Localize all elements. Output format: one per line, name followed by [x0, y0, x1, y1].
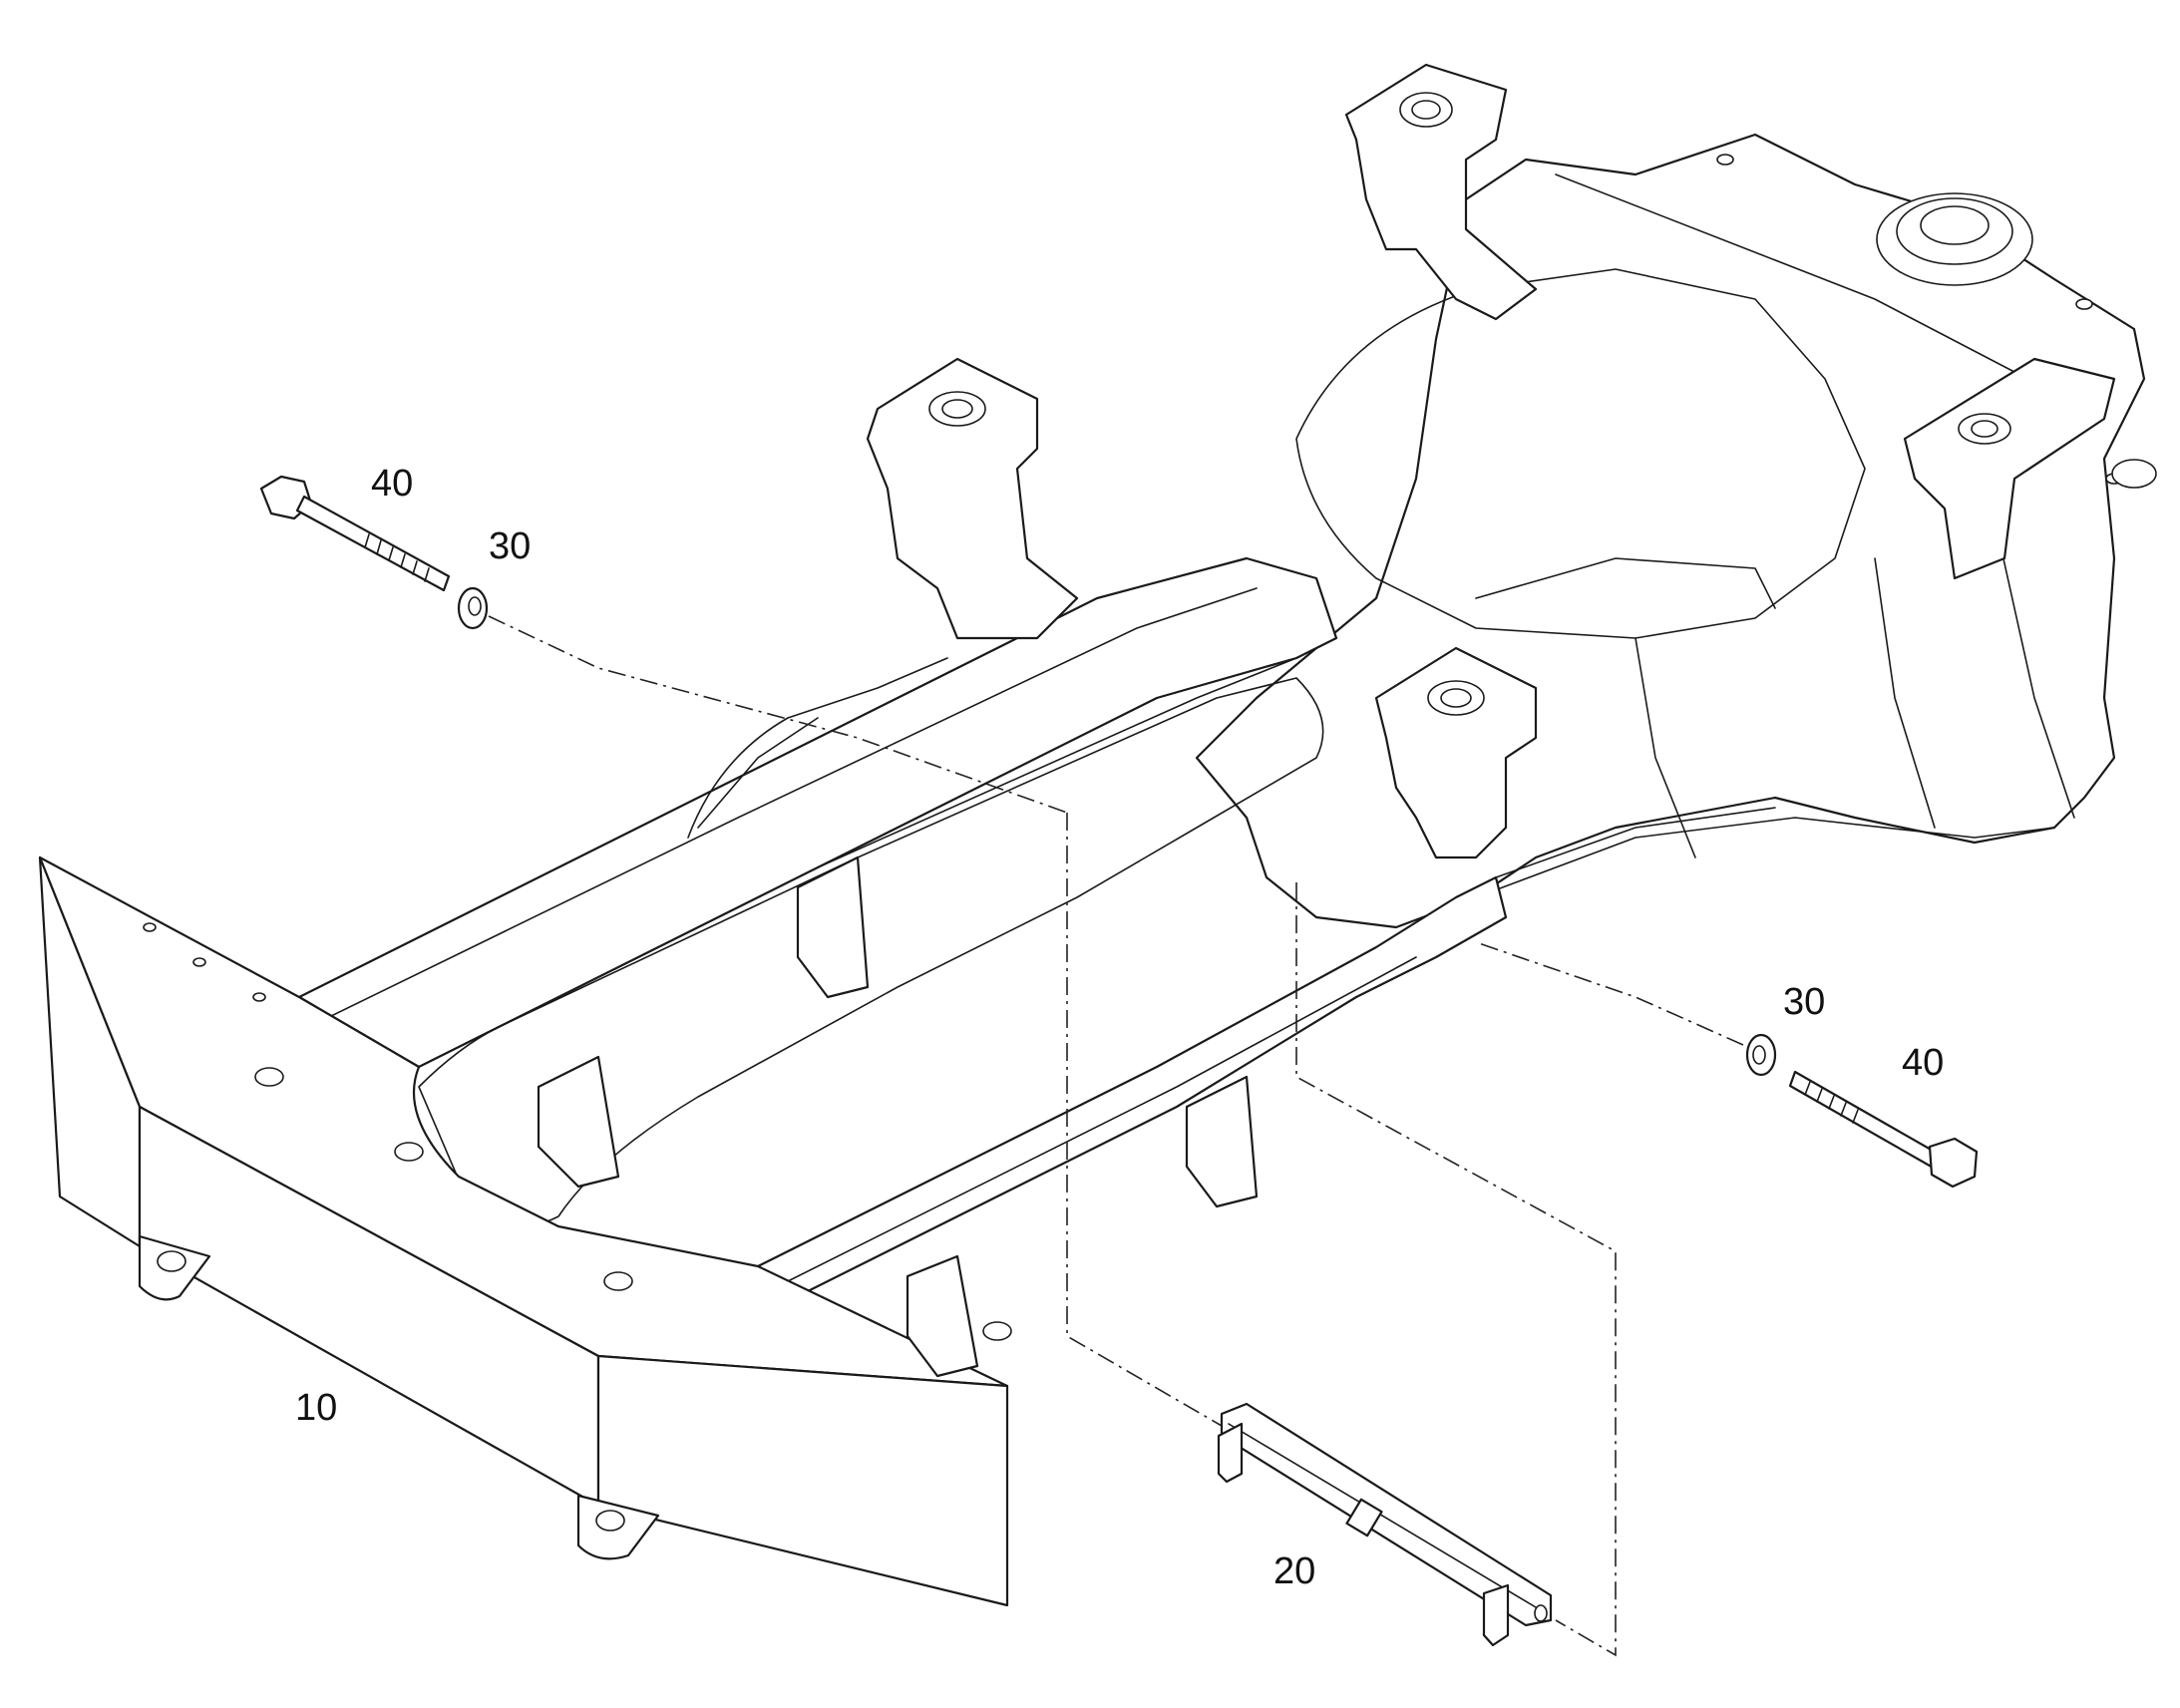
under-bracket-1	[796, 855, 870, 999]
bolt-lower-right-thread	[1804, 1081, 1859, 1124]
rear-housing-side-wall	[1635, 517, 2075, 858]
under-bracket-2	[537, 1055, 620, 1189]
rail-right-bracket	[1482, 1583, 1510, 1647]
left-front-tower	[866, 357, 1079, 640]
leader-rail-left-drop	[1066, 813, 1223, 1427]
washer-lower-right-inner	[1752, 1045, 1766, 1065]
callout-washer-lower-right: 30	[1783, 981, 1825, 1023]
bumper-hole-3	[252, 992, 266, 1002]
rear-housing-inner-opening	[1295, 268, 1866, 639]
rear-housing-hole-2	[2075, 298, 2093, 310]
washer-upper-left-inner	[468, 596, 482, 616]
callout-labels: 40 30 30 40 10 20	[295, 463, 1944, 1592]
rear-housing-bottom-rim	[1475, 807, 2055, 898]
under-bracket-3	[1185, 1075, 1259, 1208]
bumper-hole-4	[254, 1067, 284, 1087]
main-frame-part-10	[38, 63, 2157, 1607]
rear-housing-lug-right	[2111, 459, 2157, 489]
rail-part-20	[1217, 1402, 1553, 1647]
callout-bolt-upper-left: 40	[371, 463, 413, 505]
bolt-upper-left-part-40	[259, 475, 451, 592]
rail-top-edge	[1228, 1423, 1542, 1611]
front-bumper-top	[38, 855, 1009, 1388]
bolt-upper-left-shank	[295, 495, 451, 592]
left-frame-gusset	[687, 657, 948, 839]
bumper-hole-5	[394, 1142, 424, 1162]
right-side-rail-top-edge	[777, 956, 1417, 1287]
bolt-lower-right-head	[1928, 1137, 1979, 1189]
rear-right-mount	[1903, 357, 2116, 580]
rail-left-bracket	[1217, 1422, 1244, 1484]
rear-right-mount-hole-inner	[1971, 420, 1998, 438]
bumper-eye-hole-right	[595, 1510, 625, 1532]
bumper-hole-1	[143, 922, 157, 932]
washer-upper-left-part-30	[457, 586, 489, 630]
right-front-tower	[1374, 646, 1538, 859]
rear-tower-left	[1344, 63, 1538, 321]
rear-tower-hole-inner	[1411, 100, 1441, 120]
washer-lower-right-part-30	[1745, 1033, 1777, 1077]
under-bracket-hole	[982, 1321, 1012, 1341]
leader-washer-upper-left	[488, 615, 1068, 814]
left-side-rail-lower-edge	[328, 587, 1258, 1018]
bolt-lower-right-part-40	[1788, 1070, 1979, 1189]
right-front-tower-hole-inner	[1440, 688, 1472, 708]
bumper-hole-2	[192, 957, 206, 967]
leader-lines	[488, 615, 1744, 1657]
left-side-rail	[297, 556, 1338, 1069]
under-bracket-4	[906, 1254, 979, 1378]
left-front-tower-hole-inner	[941, 399, 973, 419]
leader-washer-lower-right	[1475, 941, 1744, 1046]
callout-washer-upper-left: 30	[489, 525, 531, 567]
front-bumper-right-face	[596, 1354, 1009, 1607]
rear-housing-hole-1	[1716, 154, 1734, 166]
bolt-upper-left-thread	[364, 533, 430, 582]
callout-bolt-lower-right: 40	[1902, 1042, 1944, 1084]
right-side-rail	[756, 875, 1508, 1298]
rail-label-plate	[1345, 1498, 1383, 1537]
bolt-lower-right-shank	[1788, 1070, 1942, 1171]
callout-rail: 20	[1273, 1550, 1315, 1592]
rail-end-hole	[1534, 1604, 1548, 1622]
bumper-hole-6	[603, 1271, 633, 1291]
rear-housing-boss-inner	[1920, 205, 1990, 245]
left-side-rail-top-edge	[418, 657, 1297, 1068]
rear-housing-inner-floor	[1475, 557, 1776, 609]
callout-frame: 10	[295, 1387, 337, 1429]
bumper-eye-hole-left	[157, 1250, 186, 1272]
